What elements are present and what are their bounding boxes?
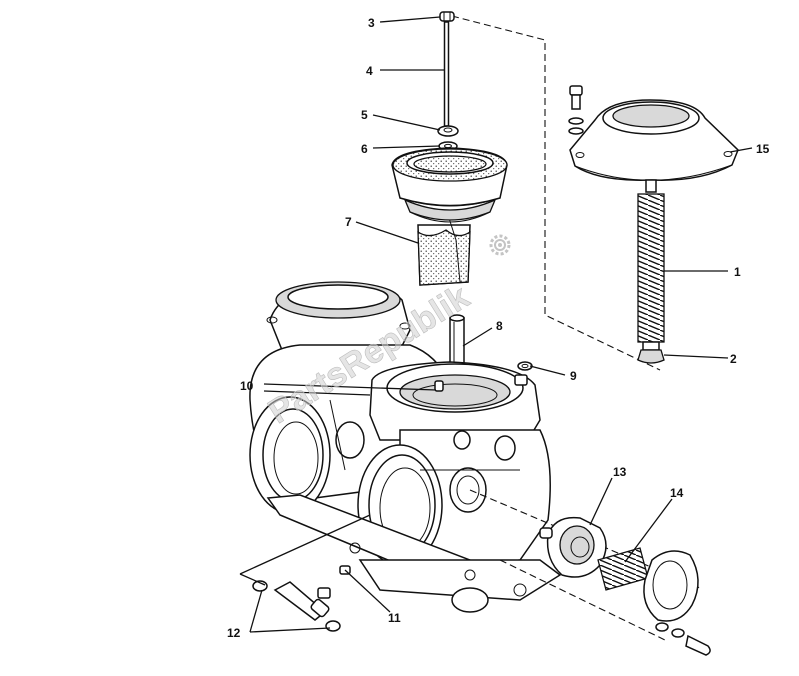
callout-11: 11 (388, 611, 401, 625)
part-4-needle (443, 21, 450, 127)
gear-icon (489, 234, 511, 256)
callout-10: 10 (240, 379, 254, 393)
callout-8: 8 (496, 319, 503, 333)
part-5-washer (437, 125, 459, 137)
part-3-nut (439, 11, 455, 22)
callout-13: 13 (613, 465, 627, 479)
carburetor-body (249, 281, 562, 613)
callout-6: 6 (361, 142, 368, 156)
part-15-top-cover (568, 85, 739, 193)
callout-2: 2 (730, 352, 737, 366)
callout-5: 5 (361, 108, 368, 122)
part-9-screw (517, 361, 533, 371)
callout-1: 1 (734, 265, 741, 279)
callout-7: 7 (345, 215, 352, 229)
callout-3: 3 (368, 16, 375, 30)
callout-15: 15 (756, 142, 770, 156)
part-7-diaphragm-slide (391, 147, 508, 286)
callout-14: 14 (670, 486, 684, 500)
part-2-spring-seat (637, 341, 665, 364)
part-1-spring (637, 193, 665, 343)
callout-12: 12 (227, 626, 241, 640)
leader-lines (239, 16, 753, 633)
enrichment-cover (643, 550, 711, 656)
callout-4: 4 (366, 64, 373, 78)
callout-9: 9 (570, 369, 577, 383)
dashed-guide-axis-2 (499, 559, 666, 641)
dashed-guide-top (451, 15, 661, 371)
part-12-fitting (252, 580, 341, 632)
